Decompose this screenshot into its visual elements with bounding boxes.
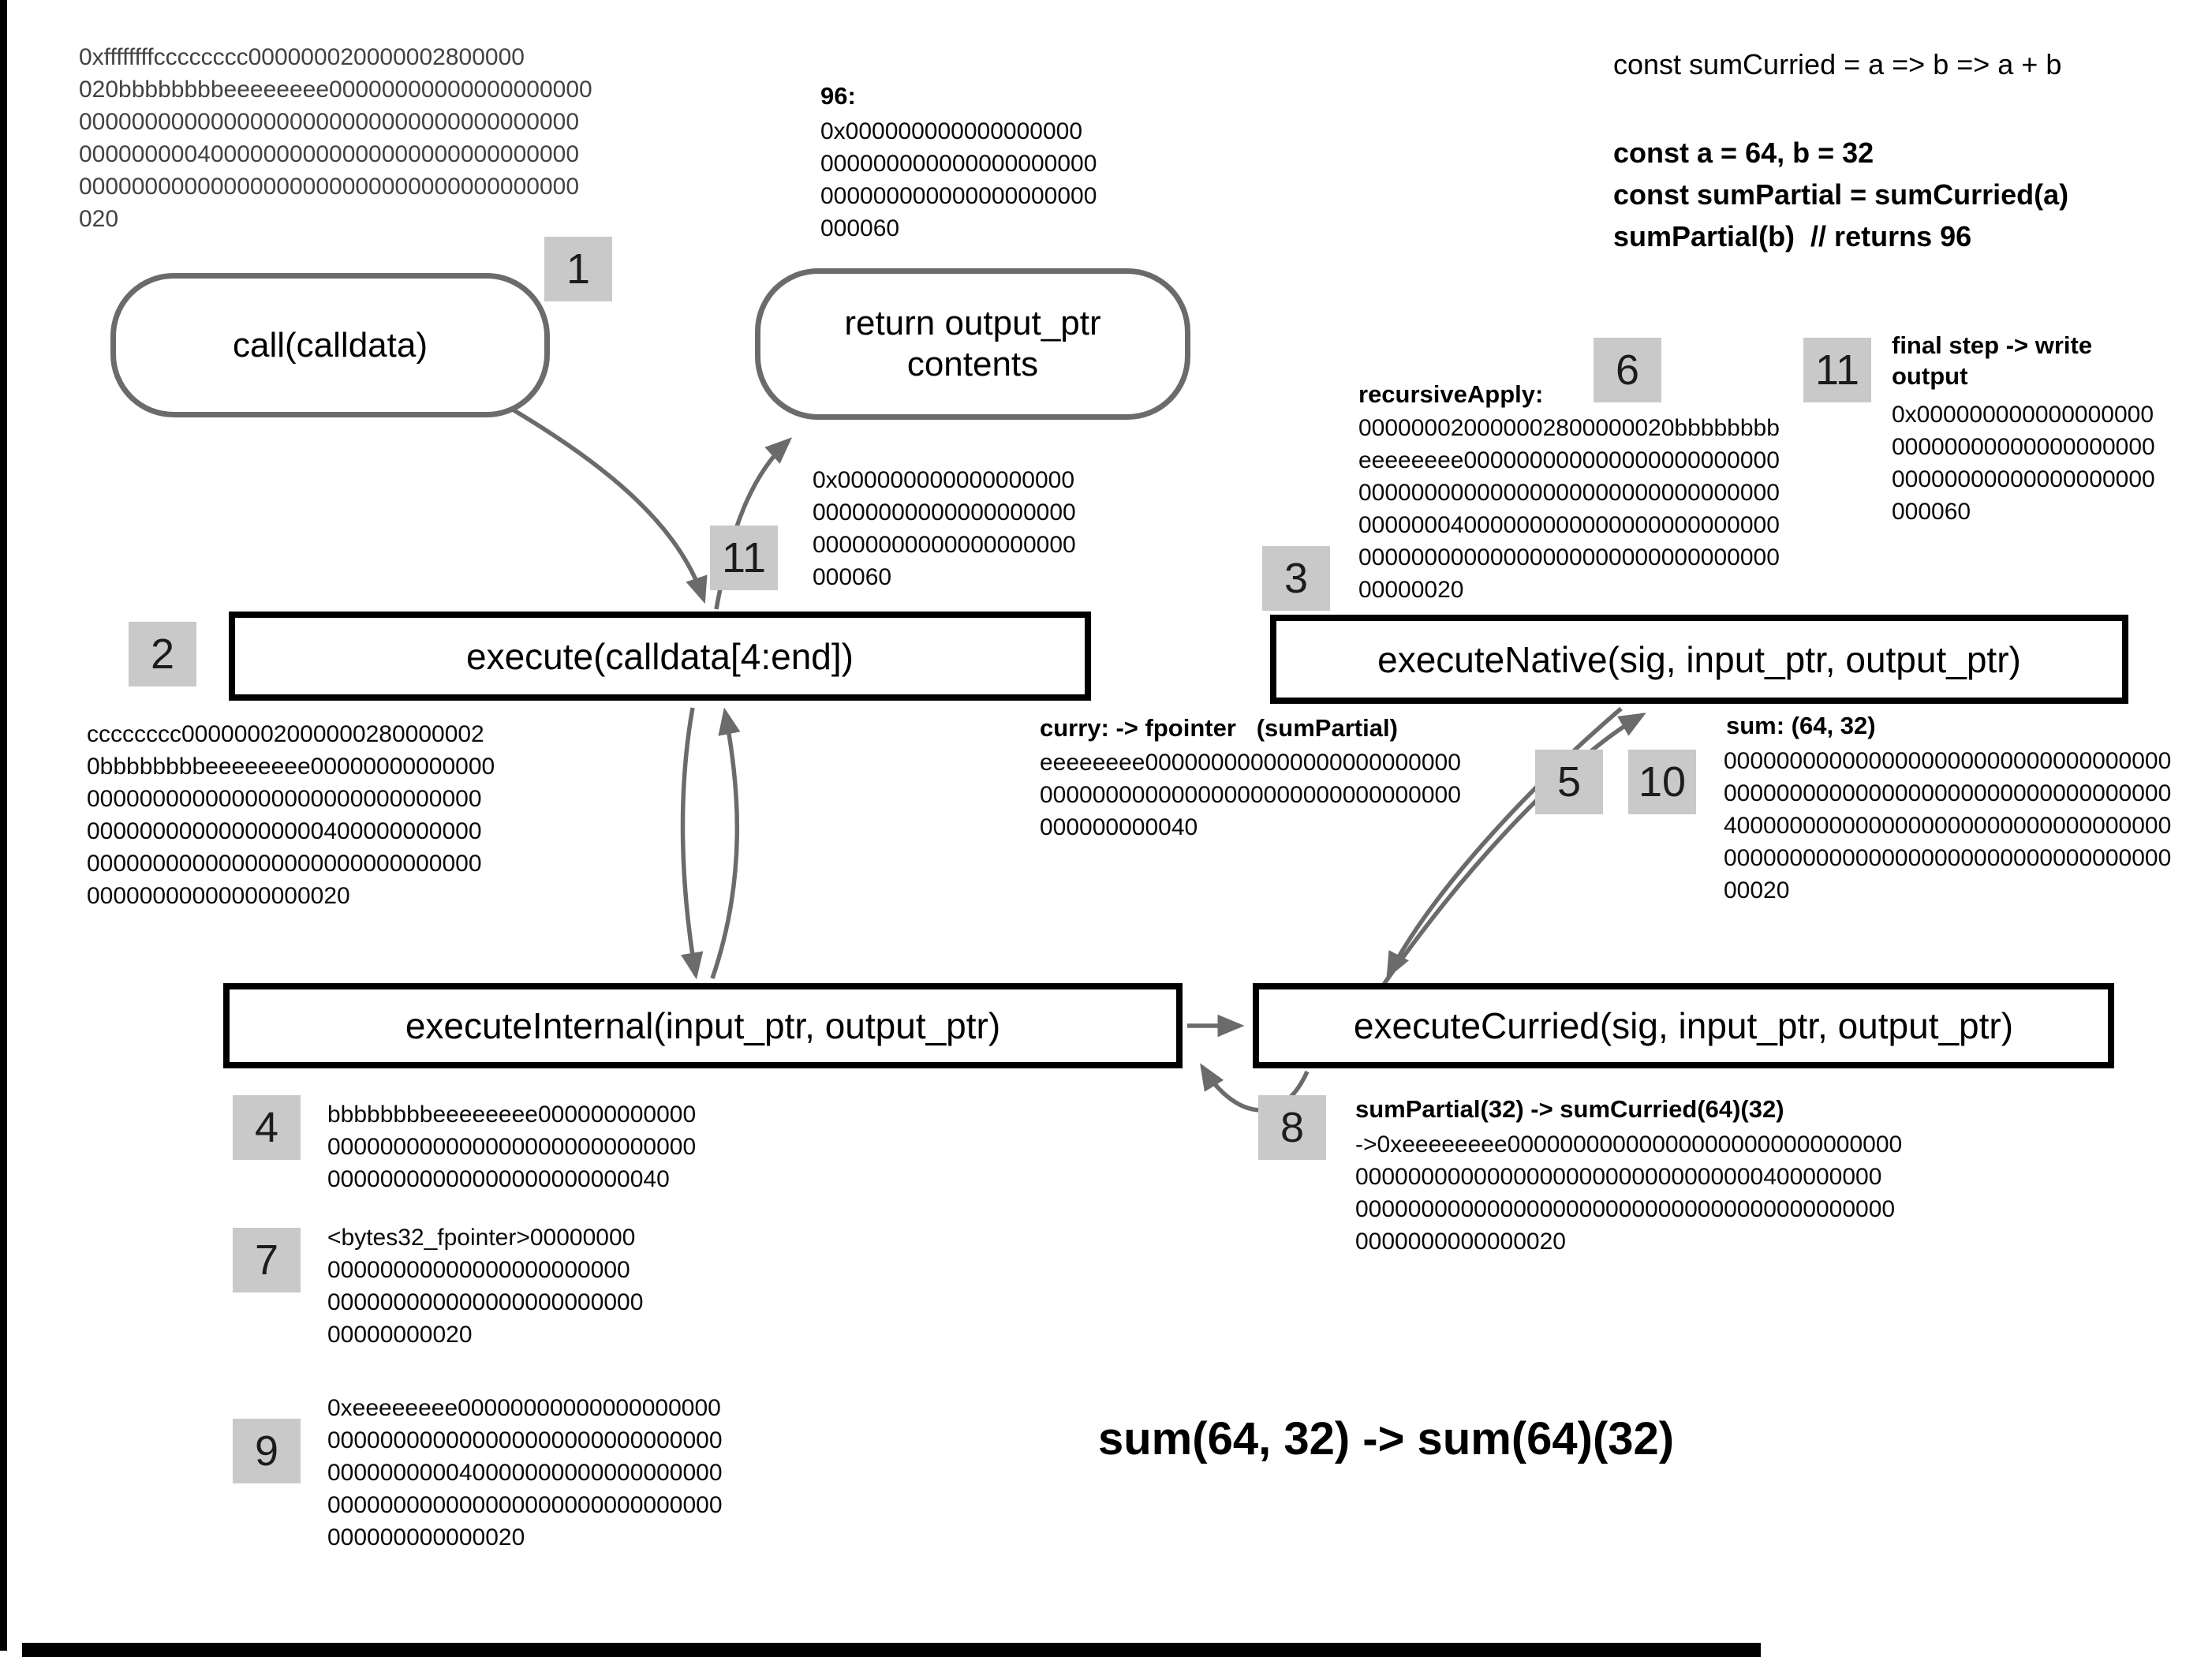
- arrow-curried-to-internal: [1200, 1063, 1310, 1113]
- step-badge-5: 5: [1535, 750, 1603, 814]
- code-line-returns96: sumPartial(b) // returns 96: [1613, 220, 1972, 252]
- hex-final-step: 0x000000000000000000 0000000000000000000…: [1892, 402, 2155, 525]
- output96-label: 96:: [820, 82, 856, 110]
- hex-step9: 0xeeeeeeee00000000000000000000 000000000…: [327, 1395, 723, 1550]
- step-badge-7: 7: [233, 1228, 301, 1292]
- step-badge-4: 4: [233, 1095, 301, 1160]
- hex-step7: <bytes32_fpointer>00000000 0000000000000…: [327, 1225, 644, 1348]
- arrow-internal-to-native: [1373, 713, 1646, 997]
- code-line-consts: const a = 64, b = 32: [1613, 137, 1874, 169]
- node-call: call(calldata): [110, 273, 550, 417]
- arrow-internal-to-execute: [710, 707, 741, 979]
- step-badge-10: 10: [1628, 750, 1696, 814]
- hex-curry: eeeeeeee000000000000000000000000 0000000…: [1040, 750, 1461, 840]
- final-step-label: final step -> write output: [1892, 331, 2093, 390]
- hex-recursive-apply: 000000020000002800000020bbbbbbbb eeeeeee…: [1358, 415, 1780, 603]
- step8-label: sumPartial(32) -> sumCurried(64)(32): [1355, 1095, 1784, 1123]
- arrow-call-to-execute: [472, 384, 708, 604]
- hex-top-left-calldata: 0xffffffffcccccccc000000020000002800000 …: [79, 44, 592, 232]
- hex-step4: bbbbbbbbeeeeeeee000000000000 00000000000…: [327, 1102, 697, 1192]
- node-return-output: return output_ptr contents: [755, 268, 1190, 420]
- node-execute: execute(calldata[4:end]): [229, 612, 1091, 701]
- step-badge-6: 6: [1594, 338, 1661, 402]
- step-badge-3: 3: [1262, 546, 1330, 611]
- curry-label: curry: -> fpointer (sumPartial): [1040, 714, 1398, 742]
- bottom-border-line: [22, 1643, 1761, 1657]
- step-badge-1: 1: [544, 237, 612, 301]
- code-line-sumpartial: const sumPartial = sumCurried(a): [1613, 178, 2069, 211]
- hex-output96: 0x000000000000000000 0000000000000000000…: [820, 118, 1097, 241]
- hex-output11: 0x000000000000000000 0000000000000000000…: [813, 467, 1076, 590]
- step-badge-11-output: 11: [710, 526, 778, 590]
- footer-sum-expression: sum(64, 32) -> sum(64)(32): [1098, 1413, 1675, 1464]
- step-badge-8: 8: [1258, 1095, 1326, 1160]
- arrow-execute-to-internal: [680, 707, 704, 980]
- node-execute-internal: executeInternal(input_ptr, output_ptr): [223, 983, 1183, 1068]
- code-line-sumcurried: const sumCurried = a => b => a + b: [1613, 48, 2062, 80]
- recursive-apply-label: recursiveApply:: [1358, 380, 1544, 408]
- hex-sum-call: 0000000000000000000000000000000000 00000…: [1724, 748, 2172, 903]
- step-badge-9: 9: [233, 1419, 301, 1483]
- node-execute-native: executeNative(sig, input_ptr, output_ptr…: [1270, 615, 2128, 704]
- node-execute-curried: executeCurried(sig, input_ptr, output_pt…: [1253, 983, 2114, 1068]
- arrow-native-to-internal: [1386, 706, 1623, 979]
- sum-call-label: sum: (64, 32): [1726, 712, 1876, 739]
- hex-step8: ->0xeeeeeeee0000000000000000000000000000…: [1355, 1131, 1903, 1255]
- step-badge-11-final: 11: [1803, 338, 1871, 402]
- step-badge-2: 2: [129, 622, 196, 686]
- hex-execute-calldata: cccccccc00000002000000280000002 0bbbbbbb…: [87, 721, 495, 909]
- left-border-line: [0, 0, 7, 1651]
